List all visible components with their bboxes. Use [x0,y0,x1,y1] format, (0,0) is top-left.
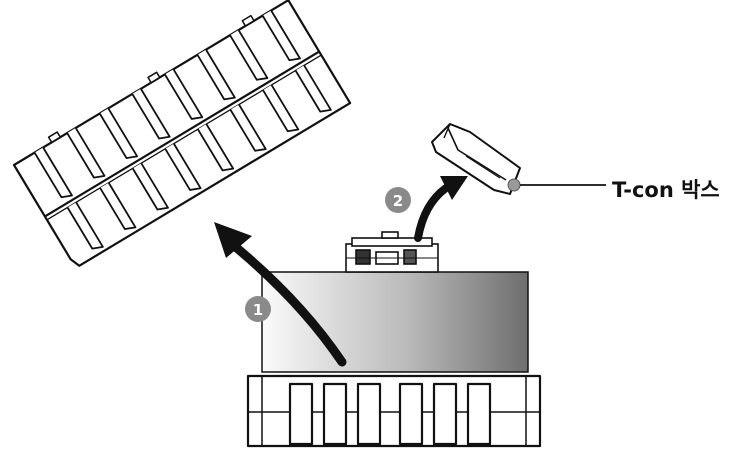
step-2-badge: 2 [385,187,411,213]
step-1-arrow [214,222,347,367]
t-con-board [345,231,439,273]
step-2-arrow [414,176,468,242]
step-1-badge: 1 [245,296,271,322]
tv-body-panel [261,271,529,373]
svg-text:1: 1 [253,301,263,319]
tv-stand-base [246,374,542,448]
svg-text:2: 2 [393,192,403,210]
removed-cover-panel [12,0,352,267]
t-con-leader-line [507,178,606,192]
t-con-box-label: T-con 박스 [612,178,720,202]
